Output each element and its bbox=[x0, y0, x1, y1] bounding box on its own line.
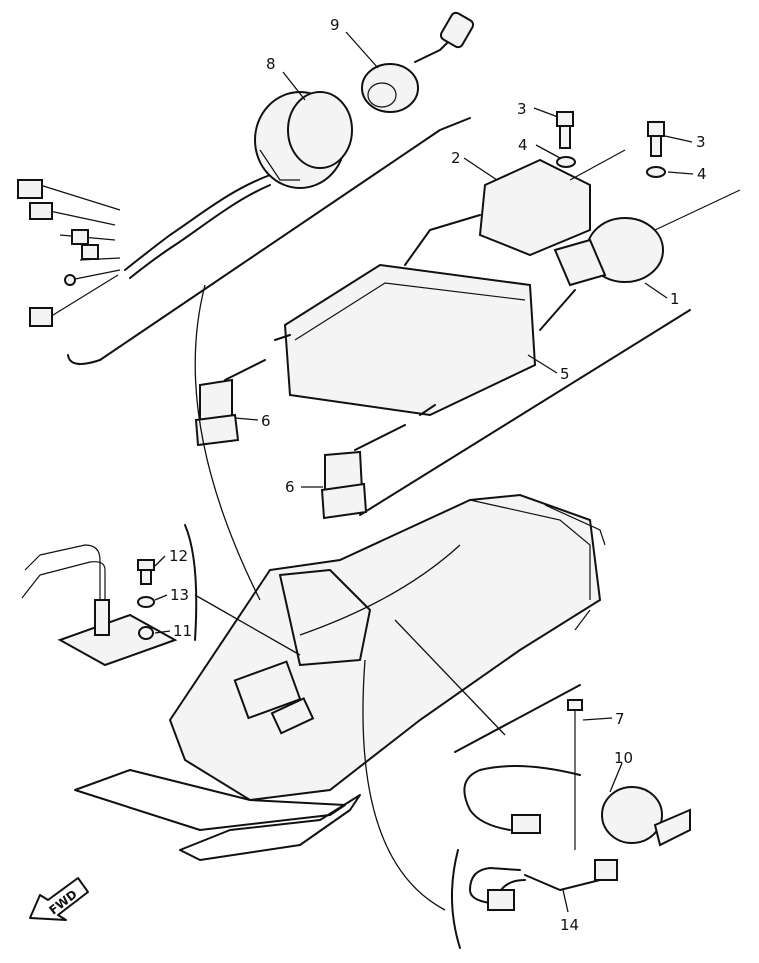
callout-6: 6 bbox=[285, 478, 295, 496]
callout-9: 9 bbox=[330, 16, 340, 34]
nut-11 bbox=[138, 626, 154, 640]
key-switch bbox=[361, 63, 419, 113]
callout-10: 10 bbox=[614, 749, 633, 767]
group-divider-line-mid bbox=[359, 309, 691, 516]
switch-group bbox=[450, 684, 691, 949]
callout-12: 12 bbox=[169, 547, 188, 565]
connector bbox=[17, 179, 43, 199]
coil-bracket bbox=[553, 238, 607, 287]
callout-5: 5 bbox=[560, 365, 570, 383]
snowmobile-hull bbox=[168, 493, 602, 802]
connector bbox=[71, 229, 89, 245]
callout-3: 3 bbox=[696, 133, 706, 151]
washer-13 bbox=[137, 596, 155, 608]
callout-6: 6 bbox=[261, 412, 271, 430]
ignition-coil-left bbox=[478, 158, 591, 257]
callout-4: 4 bbox=[697, 165, 707, 183]
snowmobile-body bbox=[74, 493, 606, 861]
bolt-12 bbox=[137, 559, 155, 571]
windshield bbox=[279, 569, 371, 666]
switch-cable bbox=[463, 765, 581, 831]
sensor-body bbox=[94, 599, 110, 636]
connector bbox=[81, 244, 99, 260]
wire-harness-group bbox=[17, 11, 475, 365]
forward-arrow-icon bbox=[29, 877, 89, 921]
ignition-group bbox=[194, 111, 741, 520]
callout-1: 1 bbox=[670, 290, 680, 308]
sensor-group bbox=[21, 524, 198, 667]
wire-harness bbox=[124, 174, 271, 271]
callout-4: 4 bbox=[518, 136, 528, 154]
group-divider-line-bottom bbox=[454, 684, 581, 753]
callout-2: 2 bbox=[451, 149, 461, 167]
cdi-unit bbox=[283, 263, 537, 417]
callout-7: 7 bbox=[615, 710, 625, 728]
forward-direction-marker: FWD bbox=[29, 877, 89, 921]
washer-4a bbox=[556, 156, 576, 168]
group-divider-line-top bbox=[67, 117, 471, 365]
dash-panel bbox=[233, 660, 302, 720]
stop-switch bbox=[601, 786, 663, 844]
ski-right bbox=[179, 794, 361, 861]
callout-13: 13 bbox=[170, 586, 189, 604]
mounting-plate bbox=[57, 613, 178, 667]
group-bracket-right bbox=[450, 849, 461, 949]
callout-8: 8 bbox=[266, 55, 276, 73]
bolt-3b bbox=[647, 121, 665, 137]
callout-11: 11 bbox=[173, 622, 192, 640]
sensor-wires bbox=[21, 544, 106, 600]
callout-3: 3 bbox=[517, 100, 527, 118]
cable-tie-7 bbox=[567, 699, 583, 711]
group-bracket-left bbox=[184, 524, 198, 641]
connector bbox=[29, 307, 53, 327]
washer-4b bbox=[646, 166, 666, 178]
bolt-3a bbox=[556, 111, 574, 127]
connector bbox=[29, 202, 53, 220]
key-head bbox=[439, 11, 475, 49]
callout-14: 14 bbox=[560, 916, 579, 934]
